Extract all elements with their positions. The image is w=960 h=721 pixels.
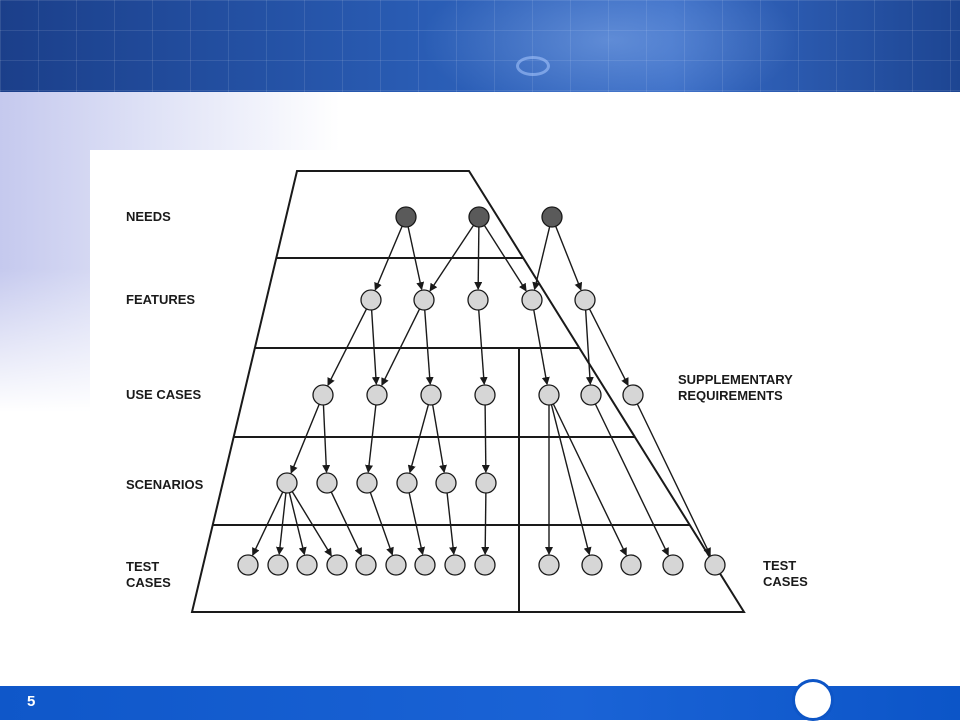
banner-glow <box>420 0 800 92</box>
arrow-n2-f3 <box>474 226 483 291</box>
pyramid-outline <box>190 170 746 613</box>
label-supplementary-requirements: SUPPLEMENTARY REQUIREMENTS <box>678 372 793 403</box>
level-label-test-cases: TEST CASES <box>126 559 171 590</box>
node-u7 <box>622 384 644 406</box>
header-banner <box>0 0 960 92</box>
node-t1 <box>237 554 259 576</box>
arrow-u7-r5 <box>636 403 711 556</box>
node-s2 <box>316 472 338 494</box>
node-u4 <box>474 384 496 406</box>
level-label-needs: NEEDS <box>126 209 171 224</box>
arrow-f2-u3 <box>424 309 434 386</box>
label-test-cases-right: TEST CASES <box>763 558 808 589</box>
arrow-s5-t8 <box>446 492 458 556</box>
level-label-features: FEATURES <box>126 292 196 307</box>
arrow-s6-t9 <box>481 492 490 556</box>
requirements-pyramid-diagram: NEEDS FEATURES USE CASES SCENARIOS TEST … <box>90 150 840 620</box>
node-n2 <box>468 206 490 228</box>
arrow-f5-u6 <box>584 309 594 386</box>
footer-circle-icon <box>792 679 834 721</box>
node-s4 <box>396 472 418 494</box>
node-u2 <box>366 384 388 406</box>
arrow-n1-f2 <box>407 226 425 291</box>
arrow-s4-t7 <box>408 492 426 556</box>
node-r1 <box>538 554 560 576</box>
arrow-n2-f4 <box>483 225 527 292</box>
arrow-s3-t6 <box>369 492 394 556</box>
arrow-u5-r2 <box>550 404 592 556</box>
node-u6 <box>580 384 602 406</box>
diagram-nodes <box>237 206 726 576</box>
arrow-n3-f4 <box>532 226 551 291</box>
node-r4 <box>662 554 684 576</box>
node-t7 <box>414 554 436 576</box>
arrow-f1-u1 <box>327 308 368 387</box>
node-f1 <box>360 289 382 311</box>
node-t6 <box>385 554 407 576</box>
node-s3 <box>356 472 378 494</box>
arrow-s1-t1 <box>252 491 284 556</box>
level-label-scenarios: SCENARIOS <box>126 477 204 492</box>
node-f5 <box>574 289 596 311</box>
node-t9 <box>474 554 496 576</box>
arrow-f5-u7 <box>588 308 629 387</box>
arrow-s1-t4 <box>291 491 332 557</box>
node-t2 <box>267 554 289 576</box>
arrow-s2-t5 <box>330 491 362 556</box>
node-n1 <box>395 206 417 228</box>
arrow-s1-t2 <box>275 492 287 556</box>
arrow-u3-s4 <box>407 404 430 474</box>
arrow-u3-s5 <box>431 404 447 474</box>
traceability-arrows <box>252 224 711 557</box>
node-t8 <box>444 554 466 576</box>
arrow-f3-u4 <box>478 309 488 386</box>
arrow-f4-u5 <box>533 309 550 386</box>
arrow-u6-r4 <box>594 403 669 556</box>
arrow-u4-s6 <box>481 404 490 474</box>
node-u1 <box>312 384 334 406</box>
node-r3 <box>620 554 642 576</box>
arrow-n3-f5 <box>555 226 583 291</box>
banner-grid <box>0 0 960 92</box>
node-r5 <box>704 554 726 576</box>
node-s6 <box>475 472 497 494</box>
banner-ring-icon <box>516 56 550 76</box>
node-f4 <box>521 289 543 311</box>
arrow-u2-s3 <box>365 404 377 474</box>
pyramid-svg <box>190 170 746 613</box>
node-n3 <box>541 206 563 228</box>
arrow-f1-u2 <box>370 309 380 386</box>
arrow-n2-f2 <box>429 224 475 292</box>
arrow-s1-t3 <box>288 492 307 556</box>
pyramid-frame <box>190 170 746 613</box>
arrow-u1-s1 <box>290 403 320 474</box>
node-s1 <box>276 472 298 494</box>
arrow-f2-u2 <box>381 308 421 387</box>
node-f2 <box>413 289 435 311</box>
node-r2 <box>581 554 603 576</box>
node-s5 <box>435 472 457 494</box>
node-u3 <box>420 384 442 406</box>
node-f3 <box>467 289 489 311</box>
node-t5 <box>355 554 377 576</box>
arrow-u5-r3 <box>552 403 627 556</box>
node-t4 <box>326 554 348 576</box>
node-t3 <box>296 554 318 576</box>
arrow-u1-s2 <box>322 404 331 474</box>
node-u5 <box>538 384 560 406</box>
level-label-use-cases: USE CASES <box>126 387 202 402</box>
page-number: 5 <box>27 693 36 710</box>
arrow-n1-f1 <box>374 225 403 291</box>
